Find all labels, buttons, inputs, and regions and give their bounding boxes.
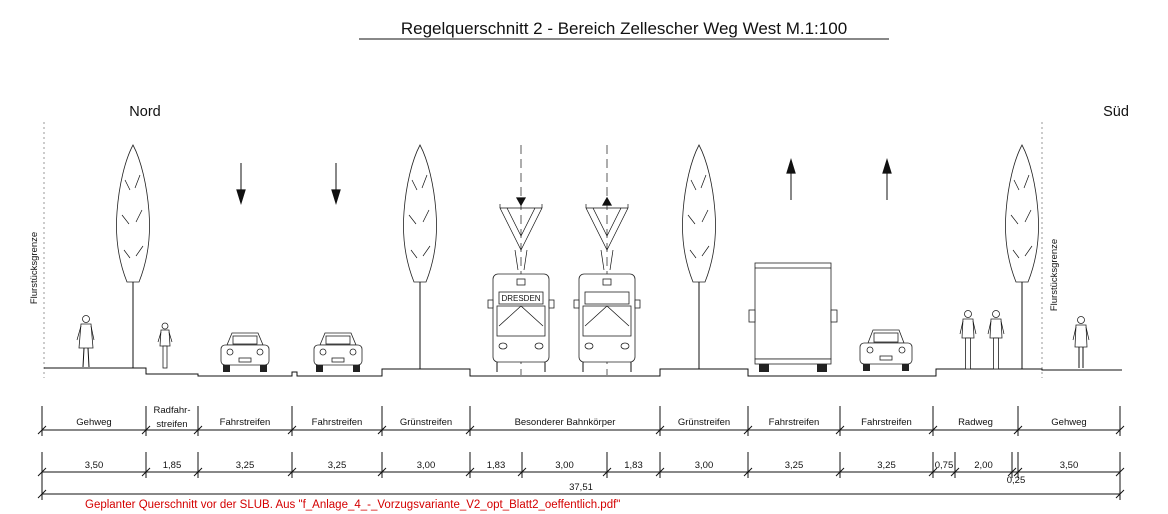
dimension-tick	[287, 467, 297, 477]
dimension-tick	[193, 467, 203, 477]
dimension-tick	[743, 467, 753, 477]
zone-label-row: Gehweg Radfahr-streifen Fahrstreifen Fahrst…	[37, 405, 1125, 436]
direction-arrow-icon	[236, 163, 246, 206]
dimension-tick	[141, 467, 151, 477]
north-label: Nord	[129, 104, 160, 120]
dimension-tick	[517, 467, 527, 477]
dimension-tick	[465, 467, 475, 477]
tree-icon	[682, 144, 716, 369]
width-value: 3,25	[236, 460, 255, 471]
boundary-label-right: Flurstücksgrenze	[1049, 239, 1060, 311]
direction-arrow-icon	[331, 163, 341, 206]
cyclist-icon	[157, 322, 173, 369]
zone-label: Besonderer Bahnkörper	[515, 417, 616, 428]
tree-icon	[403, 144, 437, 369]
width-value: 1,85	[163, 460, 182, 471]
dimension-tick	[743, 425, 753, 435]
width-value: 3,50	[1060, 460, 1079, 471]
dimension-tick	[1013, 467, 1023, 477]
zone-label: Fahrstreifen	[769, 417, 820, 428]
width-value: 0,25	[1007, 475, 1026, 486]
dimension-tick	[37, 425, 47, 435]
width-value: 0,75	[935, 460, 954, 471]
tram-icon	[573, 204, 641, 372]
truck-icon	[748, 262, 838, 372]
dimension-tick	[141, 425, 151, 435]
cyclist-icon	[987, 310, 1005, 370]
boundary-label-left: Flurstücksgrenze	[29, 232, 40, 304]
width-value: 1,83	[624, 460, 643, 471]
total-dimension: 37,51	[37, 458, 1125, 500]
width-value: 3,25	[328, 460, 347, 471]
car-icon	[220, 332, 270, 372]
zone-label: Gehweg	[1051, 417, 1086, 428]
track-direction-arrow-icon	[515, 197, 527, 207]
width-value: 3,25	[785, 460, 804, 471]
south-label: Süd	[1103, 104, 1129, 120]
drawing-title: Regelquerschnitt 2 - Bereich Zellescher …	[401, 19, 847, 38]
cyclist-icon	[959, 310, 977, 370]
dimension-row: 3,50 1,85 3,25 3,25 3,00 1,83 3,00 1,83 3,00 3,25…	[37, 452, 1125, 486]
pedestrian-icon	[1072, 316, 1090, 368]
zone-label: Gehweg	[76, 417, 111, 428]
dimension-tick	[928, 467, 938, 477]
dimension-tick	[193, 425, 203, 435]
tram-destination-sign: DRESDEN	[501, 294, 540, 303]
total-dimension-tick	[1115, 489, 1125, 499]
zone-label: Radfahr-	[154, 405, 191, 416]
width-value: 3,25	[877, 460, 896, 471]
dimension-tick	[655, 467, 665, 477]
dimension-tick	[1007, 467, 1017, 477]
tram-icon: DRESDEN	[487, 204, 555, 372]
zone-label: Fahrstreifen	[861, 417, 912, 428]
tree-icon	[116, 144, 150, 368]
width-value: 3,00	[417, 460, 436, 471]
zone-label: Grünstreifen	[678, 417, 730, 428]
total-width-value: 37,51	[569, 482, 593, 493]
dimension-tick	[377, 467, 387, 477]
dimension-tick	[1115, 425, 1125, 435]
dimension-tick	[602, 467, 612, 477]
width-value: 1,83	[487, 460, 506, 471]
total-dimension-tick	[37, 489, 47, 499]
zone-label: Grünstreifen	[400, 417, 452, 428]
width-value: 3,00	[695, 460, 714, 471]
dimension-tick	[1013, 425, 1023, 435]
dimension-tick	[835, 425, 845, 435]
dimension-tick	[950, 467, 960, 477]
zone-label: Radweg	[958, 417, 993, 428]
width-value: 2,00	[974, 460, 993, 471]
width-value: 3,50	[85, 460, 104, 471]
track-direction-arrow-icon	[601, 196, 613, 206]
dimension-tick	[655, 425, 665, 435]
pedestrian-icon	[76, 315, 95, 368]
zone-label: Fahrstreifen	[220, 417, 271, 428]
direction-arrow-icon	[786, 157, 796, 200]
car-icon	[313, 332, 363, 372]
car-icon	[859, 329, 913, 371]
width-value: 3,00	[555, 460, 574, 471]
source-caption: Geplanter Querschnitt vor der SLUB. Aus …	[85, 499, 620, 511]
ground-profile	[44, 367, 1122, 377]
dimension-tick	[928, 425, 938, 435]
dimension-tick	[287, 425, 297, 435]
zone-label: streifen	[156, 419, 187, 430]
dimension-tick	[465, 425, 475, 435]
tree-icon	[1005, 144, 1039, 369]
zone-label: Fahrstreifen	[312, 417, 363, 428]
direction-arrow-icon	[882, 157, 892, 200]
dimension-tick	[835, 467, 845, 477]
dimension-tick	[377, 425, 387, 435]
